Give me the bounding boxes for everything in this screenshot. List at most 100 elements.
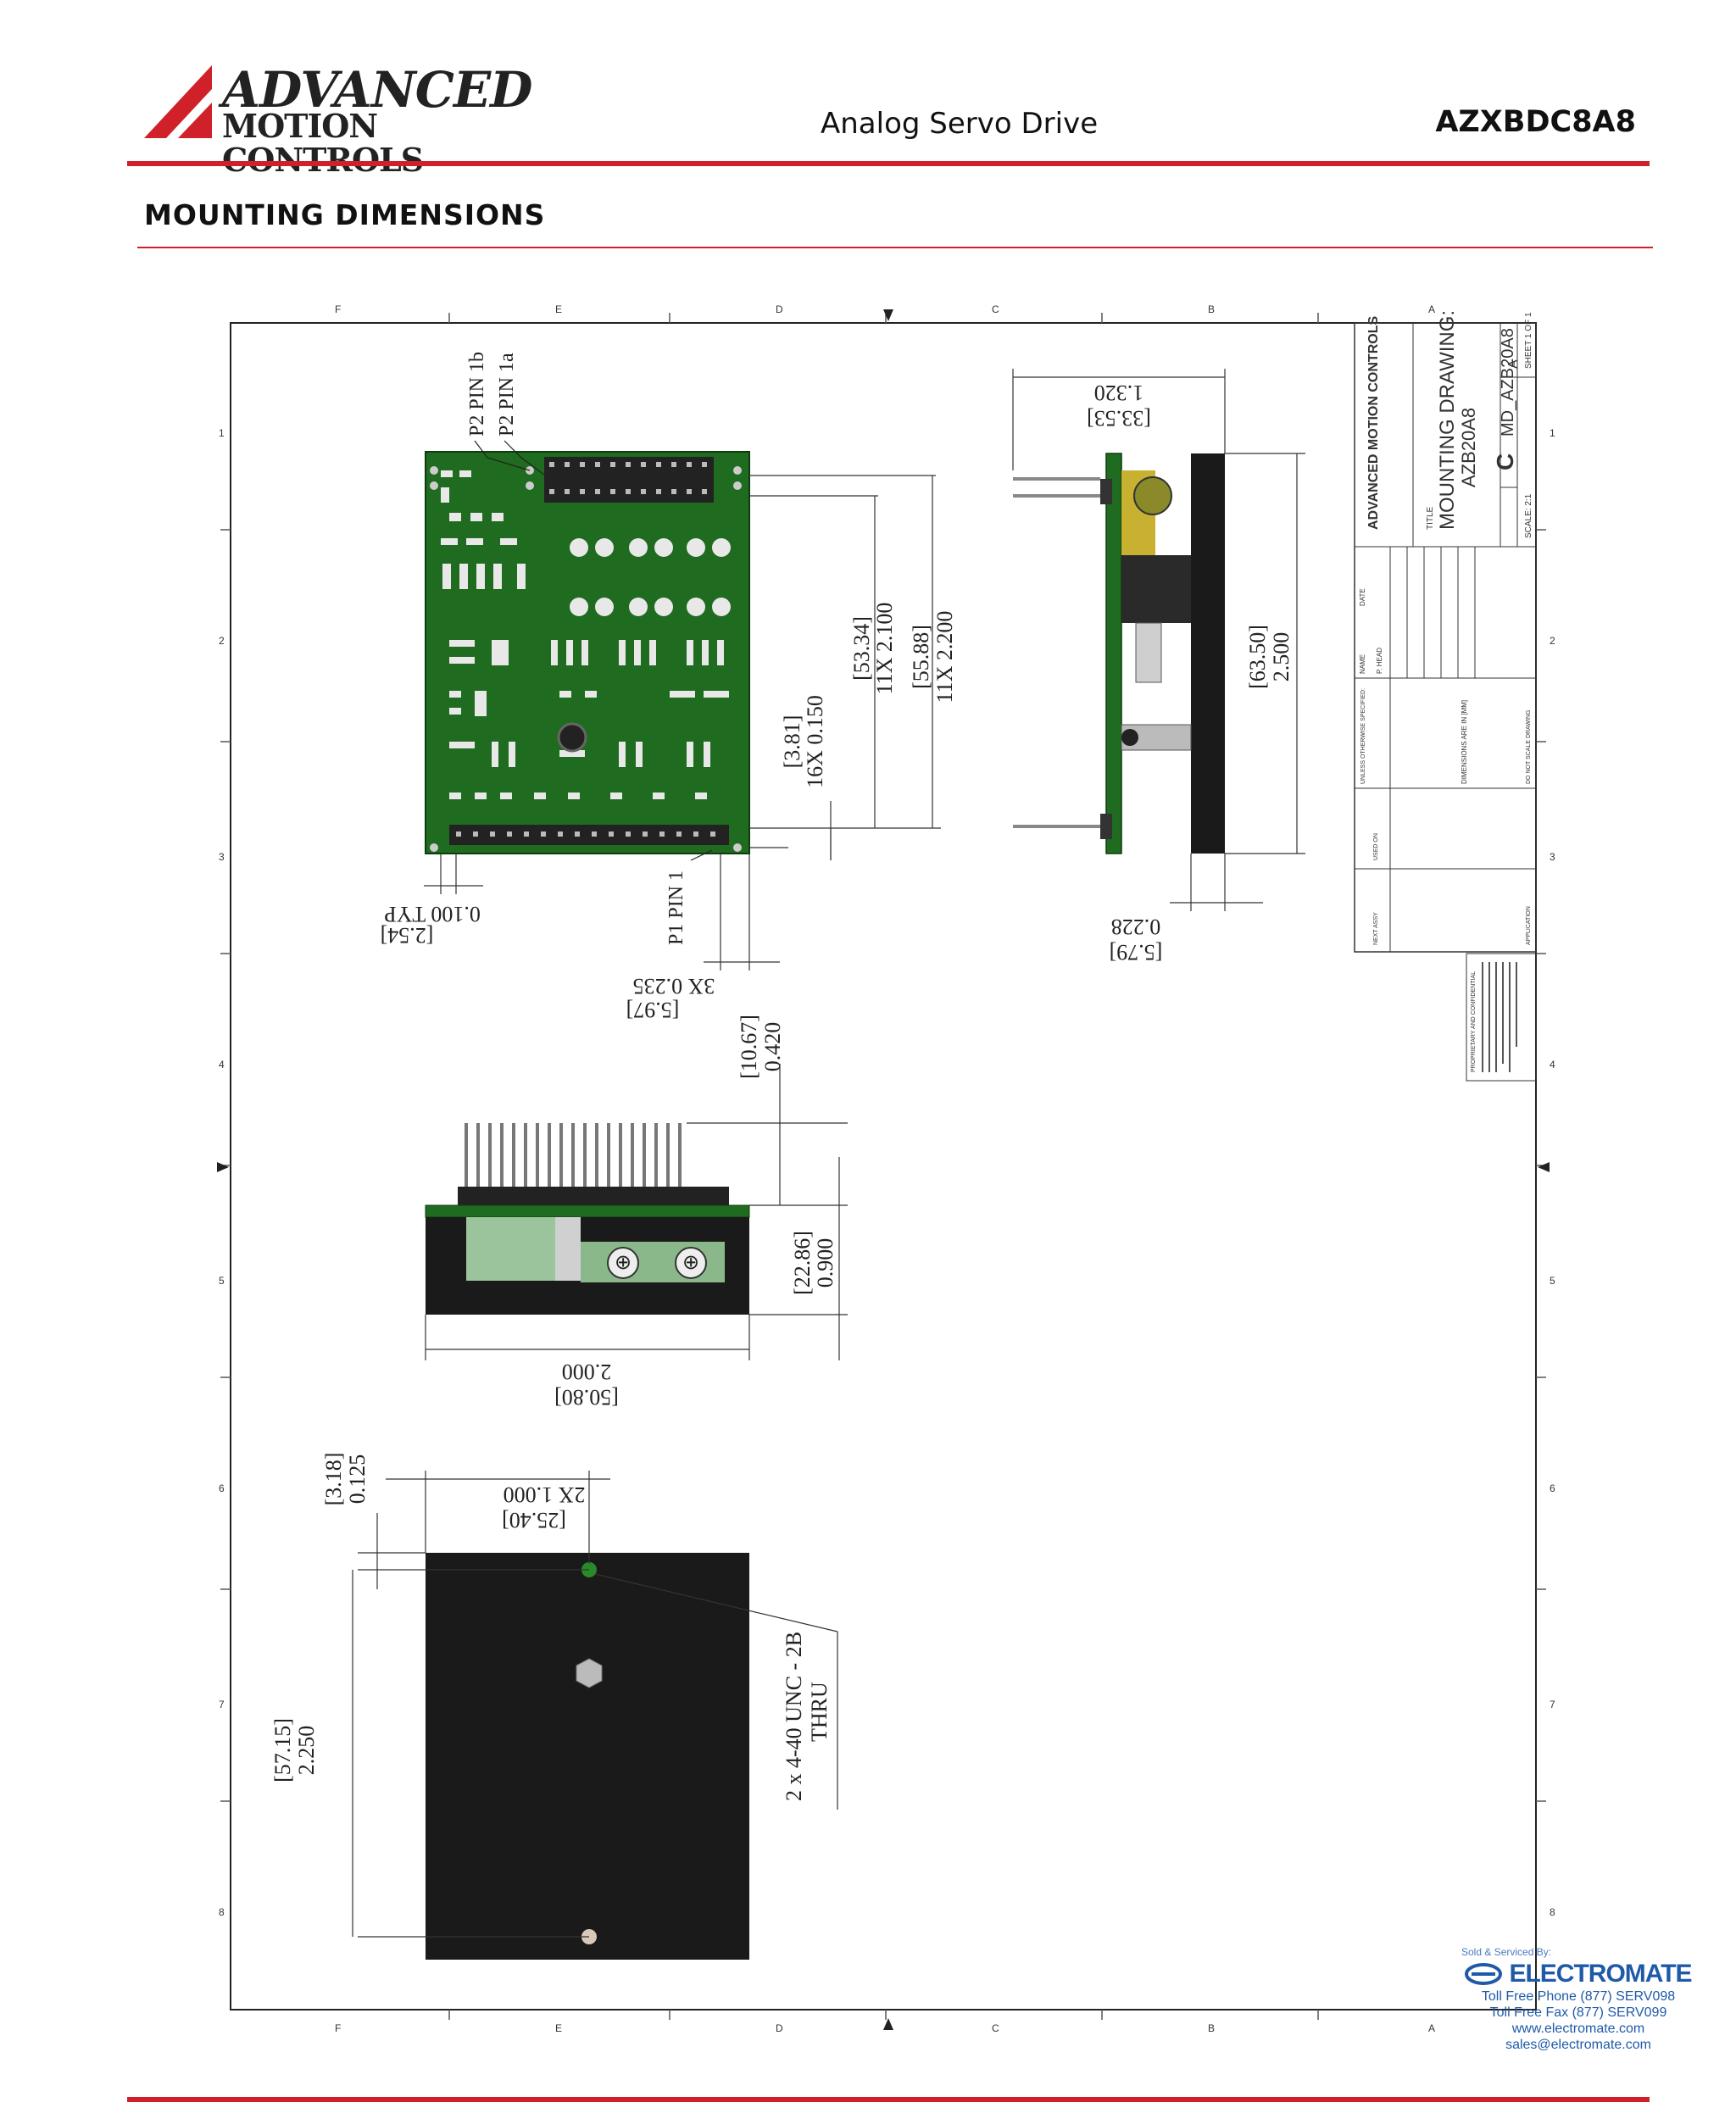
distributor-email[interactable]: sales@electromate.com xyxy=(1505,2038,1651,2052)
pcb-side-view xyxy=(1013,453,1225,854)
svg-text:8: 8 xyxy=(219,1906,225,1918)
border-zone-letters: F E D C B A F E D C B A xyxy=(335,303,1435,2034)
screw-icon xyxy=(607,1247,639,1279)
distributor-web[interactable]: www.electromate.com xyxy=(1511,2022,1645,2036)
svg-text:11X 2.200: 11X 2.200 xyxy=(932,611,957,704)
svg-text:B: B xyxy=(1208,303,1215,315)
svg-text:1: 1 xyxy=(1550,427,1555,439)
pcb-top-view xyxy=(425,451,750,854)
logo-triangle-icon xyxy=(144,65,212,138)
svg-text:2X 1.000: 2X 1.000 xyxy=(504,1482,586,1507)
svg-text:C: C xyxy=(1492,453,1518,470)
svg-text:1: 1 xyxy=(219,427,225,439)
center-mark-bottom xyxy=(883,2018,893,2030)
svg-text:[3.81]: [3.81] xyxy=(780,715,804,769)
svg-text:C: C xyxy=(992,303,999,315)
svg-text:P2 PIN 1b: P2 PIN 1b xyxy=(466,352,488,437)
svg-text:7: 7 xyxy=(219,1699,225,1710)
svg-text:PROPRIETARY AND CONFIDENTIAL: PROPRIETARY AND CONFIDENTIAL xyxy=(1471,971,1477,1072)
svg-text:MD_AZB20A8: MD_AZB20A8 xyxy=(1499,328,1517,437)
mounting-screw-icon xyxy=(557,722,587,753)
svg-text:2.250: 2.250 xyxy=(294,1726,319,1776)
svg-text:0.100 TYP: 0.100 TYP xyxy=(384,902,481,926)
logo-text-advanced: ADVANCED xyxy=(222,61,532,119)
svg-text:3: 3 xyxy=(1550,851,1555,863)
logo-text-motion-controls: MOTION CONTROLS xyxy=(222,107,424,179)
svg-text:7: 7 xyxy=(1550,1699,1555,1710)
mounting-drawing: F E D C B A F E D C B A 1 2 3 4 5 6 7 8 … xyxy=(217,303,1555,2034)
svg-text:MOUNTING DRAWING:: MOUNTING DRAWING: xyxy=(1436,310,1459,530)
svg-text:AZB20A8: AZB20A8 xyxy=(1458,408,1479,487)
title-block: ADVANCED MOTION CONTROLS TITLE MOUNTING … xyxy=(1354,310,1537,1082)
svg-text:2 x 4-40 UNC - 2B: 2 x 4-40 UNC - 2B xyxy=(782,1632,806,1801)
svg-text:TITLE: TITLE xyxy=(1426,506,1435,530)
border-zone-numbers: 1 2 3 4 5 6 7 8 1 2 3 4 5 6 7 8 xyxy=(219,427,1555,1918)
svg-text:6: 6 xyxy=(219,1482,225,1494)
svg-text:[63.50]: [63.50] xyxy=(1245,625,1270,689)
svg-text:F: F xyxy=(335,303,341,315)
svg-text:A: A xyxy=(1428,303,1435,315)
svg-text:[55.88]: [55.88] xyxy=(909,625,933,689)
svg-text:⊕: ⊕ xyxy=(682,1250,699,1274)
svg-text:0.900: 0.900 xyxy=(813,1238,837,1288)
svg-text:DO NOT SCALE DRAWING: DO NOT SCALE DRAWING xyxy=(1526,709,1532,784)
section-title: MOUNTING DIMENSIONS xyxy=(144,198,546,231)
svg-text:[2.54]: [2.54] xyxy=(381,923,434,948)
svg-text:6: 6 xyxy=(1550,1482,1555,1494)
svg-text:2.000: 2.000 xyxy=(562,1360,612,1384)
sold-by-label: Sold & Serviced By: xyxy=(1461,1946,1552,1958)
svg-text:[33.53]: [33.53] xyxy=(1087,406,1151,431)
footer-divider xyxy=(127,2097,1650,2102)
center-mark-left xyxy=(217,1162,229,1172)
svg-text:NAME: NAME xyxy=(1359,654,1366,674)
svg-text:SHEET 1 OF 1: SHEET 1 OF 1 xyxy=(1524,312,1533,369)
svg-text:0.228: 0.228 xyxy=(1111,915,1161,939)
svg-text:16X 0.150: 16X 0.150 xyxy=(803,695,827,788)
svg-text:[3.18]: [3.18] xyxy=(321,1453,346,1506)
drawing-border xyxy=(230,322,1537,2011)
part-number: AZXBDC8A8 xyxy=(1435,105,1636,139)
svg-text:ADVANCED MOTION CONTROLS: ADVANCED MOTION CONTROLS xyxy=(1366,316,1381,530)
hex-standoff-icon xyxy=(576,1658,603,1688)
svg-text:5: 5 xyxy=(219,1275,225,1287)
electromate-brand: ELECTROMATE xyxy=(1509,1960,1692,1988)
svg-text:1.320: 1.320 xyxy=(1094,381,1144,405)
svg-text:[53.34]: [53.34] xyxy=(849,616,874,681)
distributor-stamp: Sold & Serviced By: ELECTROMATE Toll Fre… xyxy=(1451,1946,1705,2053)
heatsink-bottom-view xyxy=(426,1553,749,1960)
pcb-front-view: ⊕ ⊕ xyxy=(425,1123,750,1315)
svg-text:[22.86]: [22.86] xyxy=(790,1231,815,1295)
svg-text:USED ON: USED ON xyxy=(1373,833,1379,860)
center-mark-top xyxy=(883,309,893,321)
electromate-logo: ELECTROMATE xyxy=(1451,1960,1705,1988)
svg-text:D: D xyxy=(776,303,783,315)
svg-text:11X 2.100: 11X 2.100 xyxy=(872,603,897,695)
svg-text:C: C xyxy=(992,2022,999,2034)
svg-text:[25.40]: [25.40] xyxy=(502,1508,566,1532)
svg-text:[10.67]: [10.67] xyxy=(737,1015,761,1079)
svg-text:4: 4 xyxy=(219,1059,225,1071)
svg-text:F: F xyxy=(335,2022,341,2034)
svg-text:P1 PIN 1: P1 PIN 1 xyxy=(665,870,687,945)
svg-text:0.125: 0.125 xyxy=(345,1454,370,1504)
electromate-swoosh-icon xyxy=(1465,1963,1503,1985)
header-divider xyxy=(127,161,1650,166)
svg-text:APPLICATION: APPLICATION xyxy=(1526,906,1532,945)
border-zone-ticks xyxy=(220,313,1546,2020)
svg-text:NEXT ASSY: NEXT ASSY xyxy=(1373,912,1379,945)
svg-text:3: 3 xyxy=(219,851,225,863)
svg-text:THRU: THRU xyxy=(807,1682,832,1742)
svg-text:SCALE: 2:1: SCALE: 2:1 xyxy=(1524,493,1533,538)
svg-text:A: A xyxy=(1506,359,1521,369)
svg-text:A: A xyxy=(1428,2022,1435,2034)
svg-text:2: 2 xyxy=(219,635,225,647)
distributor-fax: Toll Free Fax (877) SERV099 xyxy=(1489,2005,1667,2020)
svg-text:DATE: DATE xyxy=(1359,588,1366,606)
svg-text:3X 0.235: 3X 0.235 xyxy=(633,974,715,998)
center-mark-right xyxy=(1538,1162,1550,1172)
svg-text:2.500: 2.500 xyxy=(1269,632,1294,682)
svg-text:[50.80]: [50.80] xyxy=(554,1385,619,1410)
svg-text:[5.79]: [5.79] xyxy=(1110,940,1163,965)
svg-text:P2 PIN 1a: P2 PIN 1a xyxy=(496,353,518,437)
distributor-phone: Toll Free Phone (877) SERV098 xyxy=(1481,1989,1676,2004)
